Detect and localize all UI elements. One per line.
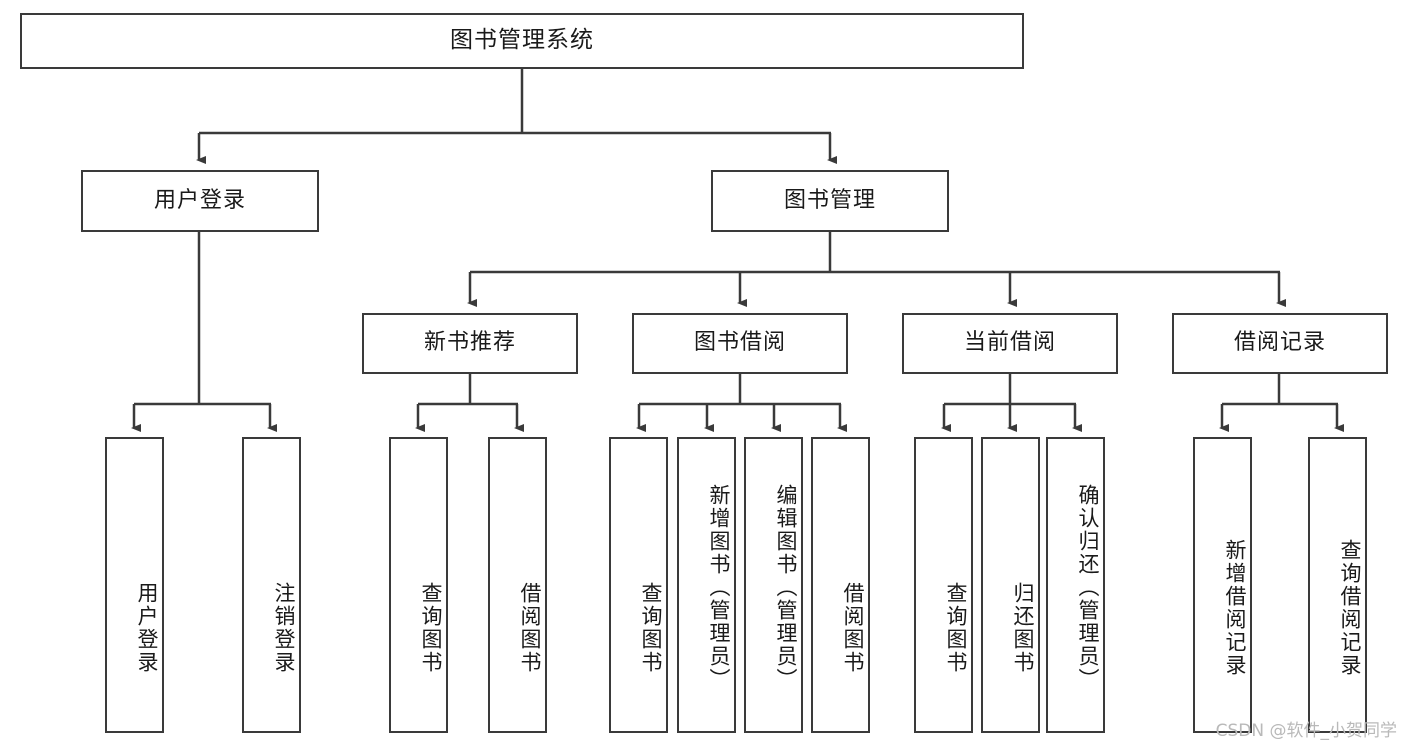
leaf-query-book-borrow[interactable]: 查询图书 (609, 437, 668, 733)
node-label: 编辑图书（管理员） (774, 483, 798, 691)
node-label: 查询借阅记录 (1338, 539, 1362, 677)
node-label: 确认归还（管理员） (1076, 483, 1100, 691)
node-label: 查询图书 (944, 582, 968, 674)
node-label: 图书管理 (783, 187, 876, 213)
leaf-edit-book[interactable]: 编辑图书（管理员） (744, 437, 803, 733)
node-label: 新增借阅记录 (1223, 539, 1247, 677)
node-label: 归还图书 (1011, 582, 1035, 674)
leaf-borrow-book[interactable]: 借阅图书 (811, 437, 870, 733)
node-label: 注销登录 (272, 582, 296, 674)
leaf-add-borrow-record[interactable]: 新增借阅记录 (1193, 437, 1252, 733)
leaf-query-book-current[interactable]: 查询图书 (914, 437, 973, 733)
leaf-user-login[interactable]: 用户登录 (105, 437, 164, 733)
node-label: 借阅记录 (1233, 330, 1326, 356)
node-user-login[interactable]: 用户登录 (81, 170, 319, 232)
leaf-query-borrow-record[interactable]: 查询借阅记录 (1308, 437, 1367, 733)
leaf-query-book-new-recommend[interactable]: 查询图书 (389, 437, 448, 733)
node-label: 图书借阅 (693, 330, 786, 356)
leaf-confirm-return[interactable]: 确认归还（管理员） (1046, 437, 1105, 733)
node-label: 新书推荐 (423, 330, 516, 356)
node-new-book-recommend[interactable]: 新书推荐 (362, 313, 578, 374)
leaf-add-book[interactable]: 新增图书（管理员） (677, 437, 736, 733)
node-label: 图书管理系统 (450, 27, 594, 54)
node-book-borrow[interactable]: 图书借阅 (632, 313, 848, 374)
node-label: 用户登录 (153, 187, 246, 213)
node-label: 借阅图书 (518, 582, 542, 674)
node-borrow-record[interactable]: 借阅记录 (1172, 313, 1388, 374)
leaf-borrow-book-new-recommend[interactable]: 借阅图书 (488, 437, 547, 733)
node-label: 用户登录 (135, 582, 159, 674)
watermark-text: CSDN @软件_小贺同学 (1215, 721, 1397, 741)
node-label: 当前借阅 (963, 330, 1056, 356)
leaf-return-book[interactable]: 归还图书 (981, 437, 1040, 733)
node-label: 新增图书（管理员） (707, 483, 731, 691)
node-book-management-system[interactable]: 图书管理系统 (20, 13, 1024, 69)
node-label: 借阅图书 (841, 582, 865, 674)
node-book-management[interactable]: 图书管理 (711, 170, 949, 232)
node-label: 查询图书 (419, 582, 443, 674)
node-label: 查询图书 (639, 582, 663, 674)
node-current-borrow[interactable]: 当前借阅 (902, 313, 1118, 374)
leaf-logout-login[interactable]: 注销登录 (242, 437, 301, 733)
